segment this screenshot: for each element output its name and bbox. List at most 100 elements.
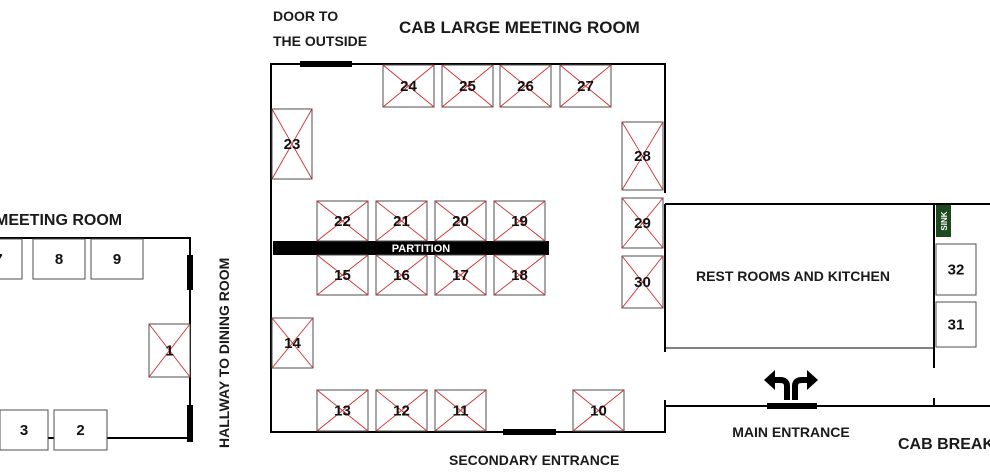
cross-mark xyxy=(434,389,487,432)
table-16[interactable]: 16 xyxy=(375,254,428,296)
cross-mark xyxy=(434,200,487,242)
cross-mark xyxy=(441,64,494,108)
table-number: 9 xyxy=(113,251,121,268)
table-3[interactable]: 3 xyxy=(0,409,49,451)
table-21[interactable]: 21 xyxy=(375,200,428,242)
table-number: 16 xyxy=(393,267,410,284)
table-number: 27 xyxy=(577,78,594,95)
table-number: 8 xyxy=(55,251,63,268)
table-13[interactable]: 13 xyxy=(316,389,369,432)
cross-mark xyxy=(493,254,546,296)
table-7[interactable]: 7 xyxy=(0,238,23,280)
table-number: 11 xyxy=(453,403,469,420)
split-arrow-icon xyxy=(764,370,818,400)
table-number: 32 xyxy=(948,262,965,279)
rest-rooms-kitchen: REST ROOMS AND KITCHEN SINK xyxy=(664,203,990,368)
table-box xyxy=(935,243,977,296)
cross-mark xyxy=(375,389,428,432)
table-box xyxy=(90,238,144,280)
cross-mark xyxy=(382,64,435,108)
table-number: 25 xyxy=(459,78,476,95)
door-outside-label-line2: THE OUTSIDE xyxy=(273,33,367,49)
table-number: 3 xyxy=(20,422,28,439)
table-12[interactable]: 12 xyxy=(375,389,428,432)
table-9[interactable]: 9 xyxy=(90,238,144,280)
cross-mark xyxy=(375,254,428,296)
main-entrance-label: MAIN ENTRANCE xyxy=(732,424,849,440)
large-room-title: CAB LARGE MEETING ROOM xyxy=(399,18,640,37)
tables: 7891322425262723282930222120191516171814… xyxy=(0,64,977,451)
hallway-label: HALLWAY TO DINING ROOM xyxy=(216,258,232,448)
table-29[interactable]: 29 xyxy=(621,197,664,249)
cross-mark xyxy=(559,64,612,108)
table-number: 24 xyxy=(400,78,417,95)
table-number: 21 xyxy=(393,213,410,230)
cross-mark xyxy=(621,255,664,309)
table-box xyxy=(53,409,108,451)
cross-mark xyxy=(375,200,428,242)
table-number: 28 xyxy=(634,148,651,165)
table-number: 29 xyxy=(634,215,651,232)
table-number: 15 xyxy=(334,267,351,284)
table-number: 17 xyxy=(452,267,469,284)
small-room-title: MEETING ROOM xyxy=(0,212,122,229)
partition-label: PARTITION xyxy=(392,243,451,255)
cross-mark xyxy=(493,200,546,242)
table-box xyxy=(0,238,23,280)
table-30[interactable]: 30 xyxy=(621,255,664,309)
table-number: 31 xyxy=(948,317,965,334)
table-number: 14 xyxy=(284,335,301,352)
main-entrance-area: MAIN ENTRANCE CAB BREAK xyxy=(665,370,990,453)
cross-mark xyxy=(621,197,664,249)
table-1[interactable]: 1 xyxy=(148,323,191,378)
table-number: 2 xyxy=(76,422,84,439)
secondary-entrance-label: SECONDARY ENTRANCE xyxy=(449,452,619,468)
table-box xyxy=(0,409,49,451)
table-number: 30 xyxy=(634,274,651,291)
table-number: 23 xyxy=(284,136,301,153)
table-number: 20 xyxy=(452,213,469,230)
table-15[interactable]: 15 xyxy=(316,254,369,296)
table-8[interactable]: 8 xyxy=(32,238,86,280)
table-27[interactable]: 27 xyxy=(559,64,612,108)
table-26[interactable]: 26 xyxy=(499,64,552,108)
table-10[interactable]: 10 xyxy=(572,389,625,432)
cab-break-label: CAB BREAK xyxy=(898,436,990,453)
table-number: 19 xyxy=(511,213,528,230)
table-28[interactable]: 28 xyxy=(621,121,664,191)
table-31[interactable]: 31 xyxy=(935,301,977,348)
cross-mark xyxy=(572,389,625,432)
table-20[interactable]: 20 xyxy=(434,200,487,242)
table-17[interactable]: 17 xyxy=(434,254,487,296)
table-number: 18 xyxy=(511,267,528,284)
table-number: 12 xyxy=(393,403,410,420)
partition-bar xyxy=(273,241,549,255)
table-32[interactable]: 32 xyxy=(935,243,977,296)
cross-mark xyxy=(621,121,664,191)
table-22[interactable]: 22 xyxy=(316,200,369,242)
rest-rooms-label: REST ROOMS AND KITCHEN xyxy=(696,268,890,284)
cross-mark xyxy=(316,200,369,242)
cross-mark xyxy=(499,64,552,108)
large-room-wall xyxy=(270,63,666,433)
cross-mark xyxy=(271,108,313,180)
table-23[interactable]: 23 xyxy=(271,108,313,180)
table-number: 22 xyxy=(334,213,351,230)
sink xyxy=(936,205,951,237)
table-number: 10 xyxy=(590,403,607,420)
table-number: 13 xyxy=(334,403,351,420)
table-number: 26 xyxy=(517,78,534,95)
cross-mark xyxy=(271,317,314,369)
table-25[interactable]: 25 xyxy=(441,64,494,108)
cross-mark xyxy=(316,254,369,296)
table-14[interactable]: 14 xyxy=(271,317,314,369)
table-2[interactable]: 2 xyxy=(53,409,108,451)
table-11[interactable]: 11 xyxy=(434,389,487,432)
table-24[interactable]: 24 xyxy=(382,64,435,108)
table-number: 1 xyxy=(165,343,173,360)
table-18[interactable]: 18 xyxy=(493,254,546,296)
sink-label: SINK xyxy=(940,211,949,230)
large-meeting-room: DOOR TO THE OUTSIDE CAB LARGE MEETING RO… xyxy=(270,8,666,468)
table-19[interactable]: 19 xyxy=(493,200,546,242)
